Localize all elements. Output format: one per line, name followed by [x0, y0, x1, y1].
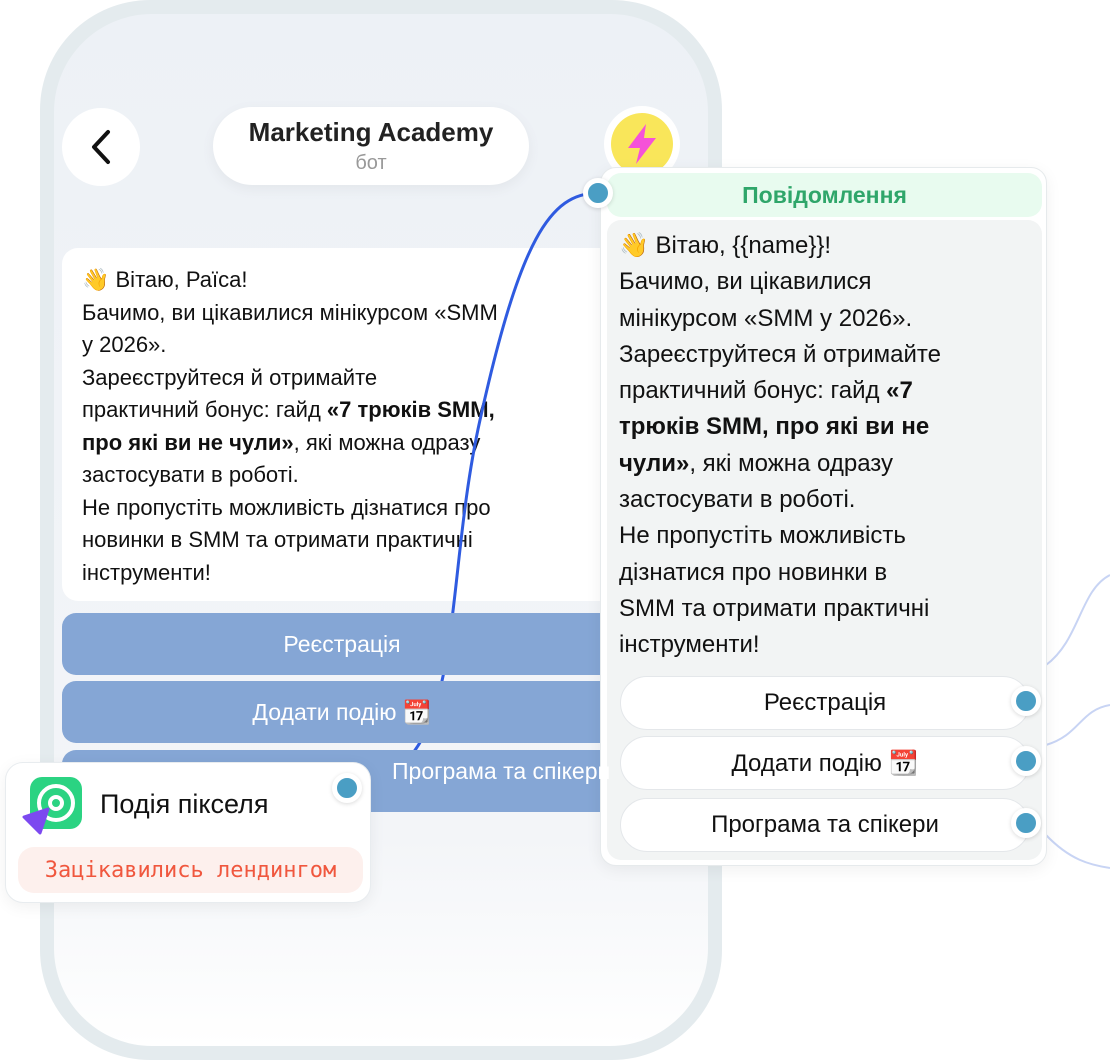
bot-name: Marketing Academy	[248, 117, 494, 147]
pixel-node-title: Подія пікселя	[100, 789, 269, 819]
output-port[interactable]	[332, 773, 362, 803]
back-button[interactable]	[62, 108, 140, 186]
pixel-event-tag: Зацікавились лендингом	[18, 847, 363, 893]
chat-button-register[interactable]: Реєстрація	[62, 613, 622, 675]
button-port[interactable]	[1011, 808, 1041, 838]
button-port[interactable]	[1011, 686, 1041, 716]
chat-button-add-event[interactable]: Додати подію 📆	[62, 681, 622, 743]
faint-connector	[1045, 574, 1110, 666]
chevron-left-icon	[92, 130, 110, 164]
bot-label: бот	[355, 152, 387, 174]
input-port[interactable]	[583, 178, 613, 208]
faint-connector	[1045, 704, 1110, 746]
message-node-header: Повідомлення	[607, 173, 1042, 217]
chat-message: 👋 Вітаю, Раїса! Бачимо, ви цікавилися мі…	[62, 248, 622, 601]
node-button-register[interactable]: Реєстрація	[620, 676, 1041, 730]
connectors	[346, 191, 1110, 869]
node-button-add-event[interactable]: Додати подію 📆	[620, 736, 1041, 790]
chat-button-register-label: Реєстрація	[283, 630, 401, 657]
connector-line	[346, 191, 599, 788]
button-port[interactable]	[1011, 746, 1041, 776]
message-node[interactable]: Повідомлення 👋 Вітаю, {{name}}!Бачимо, в…	[600, 167, 1047, 866]
pixel-target-icon	[22, 777, 82, 835]
faint-connector	[1045, 834, 1110, 869]
lightning-icon	[628, 124, 656, 164]
chat-title: Marketing Academy бот	[213, 107, 529, 185]
pixel-event-node[interactable]: Подія пікселя Зацікавились лендингом	[5, 762, 371, 903]
node-button-program[interactable]: Програма та спікери	[620, 798, 1041, 852]
chat-button-program-label: Програма та спікери	[392, 758, 611, 784]
chat-button-add-event-label: Додати подію 📆	[252, 698, 432, 725]
